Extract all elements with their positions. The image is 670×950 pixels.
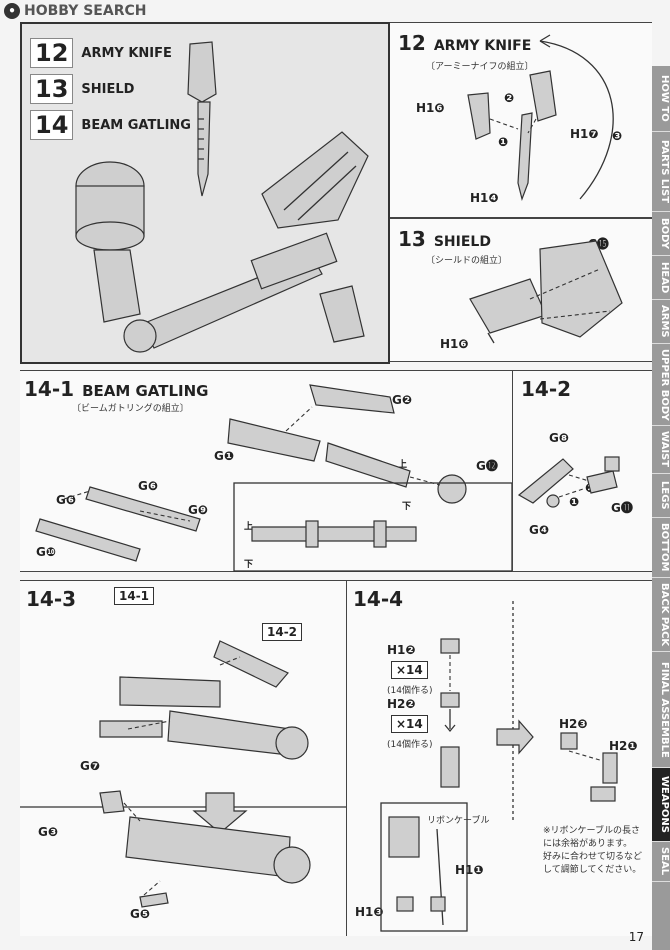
ribbon-cable-assembly-drawing [380, 601, 618, 932]
up-mark: 上 [398, 460, 408, 470]
arrow-step-label: ❶ [498, 135, 509, 149]
up-mark: 上 [244, 522, 254, 532]
ref-step-14-2-tag: 14-2 [262, 623, 303, 641]
part-label: G❾ [188, 503, 209, 517]
overview-step-number: 12 [30, 38, 74, 68]
arrow-step-label: ❷ [504, 91, 515, 105]
sidebar-item-seal[interactable]: SEAL [652, 842, 670, 882]
sidebar-item-waist[interactable]: WAIST [652, 426, 670, 474]
part-label: H2❸ [559, 717, 588, 731]
step-13-subtitle: 〔シールドの組立〕 [426, 256, 508, 266]
part-label: G❼ [80, 759, 101, 773]
step-14-4-panel: 14-4 H1❷ ×14 (14個作る) H2❷ ×14 (14個作る) H2❸… [346, 580, 652, 936]
logo-icon: ● [4, 3, 20, 19]
hobby-search-watermark: ● HOBBY SEARCH [4, 3, 146, 19]
shield-assembly-drawing [469, 240, 623, 344]
army-knife-drawing [187, 41, 217, 197]
step-14-3-number: 14-3 [26, 587, 77, 611]
sidebar-item-arms[interactable]: ARMS [652, 300, 670, 344]
sidebar-item-upper-body[interactable]: UPPER BODY [652, 344, 670, 426]
part-label: H2❶ [609, 739, 638, 753]
overview-item: 14 BEAM GATLING [30, 110, 191, 140]
note-line: ※リボンケーブルの長さ [543, 826, 641, 836]
step-13-number: 13 [398, 227, 426, 251]
step-14-1-title: BEAM GATLING [82, 382, 209, 400]
part-label: H1❼ [570, 127, 599, 141]
part-label: G❻ [138, 479, 159, 493]
part-label: G❶ [214, 449, 235, 463]
beam-gatling-assembly-drawing [35, 384, 513, 572]
part-label: H1❻ [416, 101, 445, 115]
part-label: H1❶ [455, 863, 484, 877]
down-mark: 下 [244, 560, 254, 570]
sidebar-item-head[interactable]: HEAD [652, 256, 670, 300]
sidebar-item-final-assemble[interactable]: FINAL ASSEMBLE [652, 652, 670, 768]
sidebar-item-weapons[interactable]: WEAPONS [652, 768, 670, 842]
part-label: H1❻ [440, 337, 469, 351]
step-14-3-panel: 14-3 14-1 14-2 G❼ G❸ G❺ [20, 580, 346, 936]
part-label: G❿ [36, 545, 57, 559]
down-mark: 下 [402, 502, 412, 512]
overview-panel: 12 ARMY KNIFE 13 SHIELD 14 BEAM GATLING [20, 22, 390, 364]
arrow-step-label: ❶ [569, 495, 580, 509]
part-label: H2❷ [387, 697, 416, 711]
overview-step-number: 13 [30, 74, 74, 104]
step-14-1-subtitle: 〔ビームガトリングの組立〕 [72, 404, 189, 414]
count-badge: ×14 [391, 715, 428, 733]
step-14-4-number: 14-4 [353, 587, 404, 611]
sidebar-item-bottom[interactable]: BOTTOM [652, 518, 670, 578]
gatling-stock-assembly-drawing [20, 640, 346, 908]
sidebar-item-body[interactable]: BODY [652, 212, 670, 256]
part-label: G⓬ [476, 459, 498, 473]
overview-step-number: 14 [30, 110, 74, 140]
overview-step-title: BEAM GATLING [81, 117, 191, 133]
step-14-1-number: 14-1 [24, 377, 75, 401]
army-knife-assembly-drawing [467, 34, 614, 202]
ribbon-cable-note: ※リボンケーブルの長さ には余裕があります。 好みに合わせて切るなど して調節し… [543, 825, 642, 877]
overview-item: 13 SHIELD [30, 74, 191, 104]
overview-step-title: ARMY KNIFE [81, 45, 172, 61]
part-label: H1❸ [355, 905, 384, 919]
step-12-number: 12 [398, 31, 426, 55]
note-line: には余裕があります。 [543, 839, 633, 849]
part-label: G❸ [38, 825, 59, 839]
overview-step-title: SHIELD [81, 81, 135, 97]
overview-item: 12 ARMY KNIFE [30, 38, 191, 68]
step-12-panel: 12 ARMY KNIFE 〔アーミーナイフの組立〕 H1❻ H1❼ H1❹ ❷… [390, 22, 652, 218]
count-note: (14個作る) [387, 740, 433, 750]
part-label: G⓫ [611, 501, 633, 515]
step-13-title: SHIELD [433, 234, 491, 250]
step-14-2-panel: 14-2 G❽ G⓫ G❹ ❷ ❶ [512, 370, 652, 572]
step-13-panel: 13 SHIELD 〔シールドの組立〕 C⓯ H1❻ [390, 218, 652, 362]
sidebar-item-back-pack[interactable]: BACK PACK [652, 578, 670, 652]
part-label: G❽ [549, 431, 570, 445]
note-line: して調節してください。 [543, 865, 642, 875]
overview-illustration [75, 41, 369, 353]
watermark-text: HOBBY SEARCH [24, 3, 147, 19]
count-badge: ×14 [391, 661, 428, 679]
stock-assembly-drawing [517, 456, 620, 508]
shield-drawing [261, 131, 369, 229]
page-number: 17 [628, 930, 644, 944]
gatling-drawing [123, 232, 365, 353]
sidebar-item-how-to[interactable]: HOW TO [652, 66, 670, 132]
ref-step-14-1-tag: 14-1 [114, 587, 155, 605]
part-label: H1❹ [470, 191, 499, 205]
step-14-2-number: 14-2 [521, 377, 572, 401]
arrow-step-label: ❸ [612, 129, 623, 143]
part-label: H1❷ [387, 643, 416, 657]
ribbon-cable-label: リボンケーブル [427, 816, 490, 826]
step-14-1-panel: 14-1 BEAM GATLING 〔ビームガトリングの組立〕 G❷ G❶ G⓬… [20, 370, 513, 572]
round-part-drawing [75, 161, 145, 323]
count-note: (14個作る) [387, 686, 433, 696]
step-12-subtitle: 〔アーミーナイフの組立〕 [426, 62, 534, 72]
section-sidebar: HOW TO PARTS LIST BODY HEAD ARMS UPPER B… [652, 66, 670, 950]
sidebar-item-parts-list[interactable]: PARTS LIST [652, 132, 670, 212]
part-label: G❷ [392, 393, 413, 407]
part-label: G❺ [130, 907, 151, 921]
step-12-title: ARMY KNIFE [433, 38, 532, 54]
sidebar-item-legs[interactable]: LEGS [652, 474, 670, 518]
note-line: 好みに合わせて切るなど [543, 852, 643, 862]
part-label: G❹ [529, 523, 550, 537]
